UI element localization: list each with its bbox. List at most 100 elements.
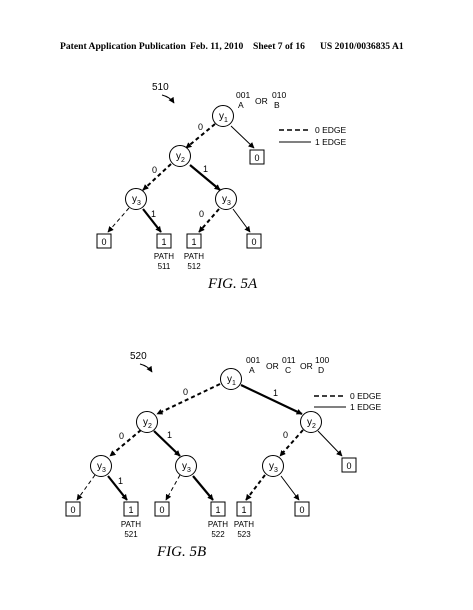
edge-y3b-term0 <box>165 474 181 501</box>
terminal-node: 0 <box>65 501 81 517</box>
node-label: y2 <box>176 151 185 164</box>
terminal-node: 1 <box>123 501 139 517</box>
or-word: OR <box>266 361 279 371</box>
edge-label: 1 <box>118 476 123 486</box>
edge-y3a-term1 <box>107 475 128 501</box>
or-word: OR <box>255 96 268 106</box>
terminal-node: 0 <box>249 149 265 165</box>
figure-caption-5b: FIG. 5B <box>156 544 206 560</box>
node-y1: y1 <box>220 368 242 390</box>
svg-text:0: 0 <box>70 505 75 515</box>
node-label: y3 <box>97 461 106 474</box>
edge-y3a-term0 <box>76 474 96 501</box>
edge-label: 0 <box>198 122 203 132</box>
node-y2-right: y2 <box>300 411 322 433</box>
edge-y2right-y3c <box>279 429 304 457</box>
edge-label: 0 <box>152 165 157 175</box>
svg-text:1: 1 <box>241 505 246 515</box>
code-100: 100 <box>315 355 329 365</box>
edge-y1-y2right <box>240 384 303 415</box>
edge-label: 1 <box>203 164 208 174</box>
header-date: Feb. 11, 2010 <box>190 41 244 52</box>
node-label: y3 <box>132 194 141 207</box>
svg-text:0: 0 <box>254 153 259 163</box>
node-y2: y2 <box>169 145 191 167</box>
terminal-node: 0 <box>294 501 310 517</box>
terminal-node: 1 <box>186 233 202 249</box>
svg-text:1: 1 <box>215 505 220 515</box>
code-001: 001 <box>246 355 260 365</box>
edge-y3b-term1 <box>192 475 214 501</box>
path-word: PATH <box>208 520 228 529</box>
header-publication: Patent Application Publication <box>60 41 186 52</box>
edge-y1-y2 <box>185 123 216 149</box>
edge-y3c-term0 <box>280 475 300 501</box>
edge-label: 0 <box>199 209 204 219</box>
code-011: 011 <box>282 355 296 365</box>
figure-caption-5a: FIG. 5A <box>207 276 258 292</box>
ref-arrow-520 <box>139 363 153 373</box>
ref-label-510: 510 <box>152 82 169 93</box>
path-word: PATH <box>234 520 254 529</box>
terminal-node: 1 <box>156 233 172 249</box>
edge-y2-y3l <box>142 163 172 191</box>
svg-text:0: 0 <box>251 237 256 247</box>
header-sheet: Sheet 7 of 16 <box>253 41 305 52</box>
terminal-node: 1 <box>210 501 226 517</box>
edge-y2left-y3a <box>109 429 142 457</box>
node-label: y3 <box>182 461 191 474</box>
code-letter-d: D <box>318 365 324 375</box>
figure-5b: 520 001 A OR 011 C OR 100 D 0 EDGE 1 EDG… <box>65 351 382 560</box>
edge-label: 0 <box>119 431 124 441</box>
edge-y3r-term0 <box>232 208 251 233</box>
node-y3-c: y3 <box>262 455 284 477</box>
svg-text:0: 0 <box>159 505 164 515</box>
edge-y1-term <box>230 125 255 149</box>
path-number-522: 522 <box>211 530 225 539</box>
svg-text:1: 1 <box>128 505 133 515</box>
ref-arrow-510 <box>161 94 175 104</box>
edge-label: 1 <box>273 388 278 398</box>
code-letter-c: C <box>285 365 291 375</box>
edge-label: 1 <box>167 430 172 440</box>
node-label: y3 <box>222 194 231 207</box>
edge-label: 0 <box>183 387 188 397</box>
node-label: y1 <box>219 111 228 124</box>
svg-text:1: 1 <box>191 237 196 247</box>
node-label: y2 <box>143 417 152 430</box>
path-number-511: 511 <box>158 262 171 271</box>
code-letter-b: B <box>274 100 280 110</box>
edge-y3c-term1 <box>245 474 266 501</box>
terminal-node: 0 <box>246 233 262 249</box>
legend-zero-label: 0 EDGE <box>350 391 382 401</box>
path-number-523: 523 <box>237 530 251 539</box>
edge-label: 0 <box>283 430 288 440</box>
path-word: PATH <box>184 252 204 261</box>
path-number-521: 521 <box>124 530 138 539</box>
svg-text:1: 1 <box>161 237 166 247</box>
node-y3-b: y3 <box>175 455 197 477</box>
node-label: y1 <box>227 374 236 387</box>
svg-text:0: 0 <box>101 237 106 247</box>
node-y3-right: y3 <box>215 188 237 210</box>
code-010: 010 <box>272 90 286 100</box>
legend-one-label: 1 EDGE <box>315 137 347 147</box>
terminal-node: 0 <box>154 501 170 517</box>
edge-y3r-term1 <box>198 208 220 233</box>
edge-y2left-y3b <box>153 430 181 457</box>
terminal-node: 0 <box>341 457 357 473</box>
legend-zero-label: 0 EDGE <box>315 125 347 135</box>
node-y1: y1 <box>212 105 234 127</box>
header-number: US 2010/0036835 A1 <box>320 41 404 52</box>
code-letter-a: A <box>238 100 244 110</box>
edge-y3l-term0 <box>107 207 130 233</box>
edge-y2right-term <box>317 430 343 457</box>
path-word: PATH <box>154 252 174 261</box>
node-y2-left: y2 <box>136 411 158 433</box>
node-y3-a: y3 <box>90 455 112 477</box>
terminal-node: 1 <box>236 501 252 517</box>
node-y3-left: y3 <box>125 188 147 210</box>
edge-y1-y2left <box>156 383 221 415</box>
